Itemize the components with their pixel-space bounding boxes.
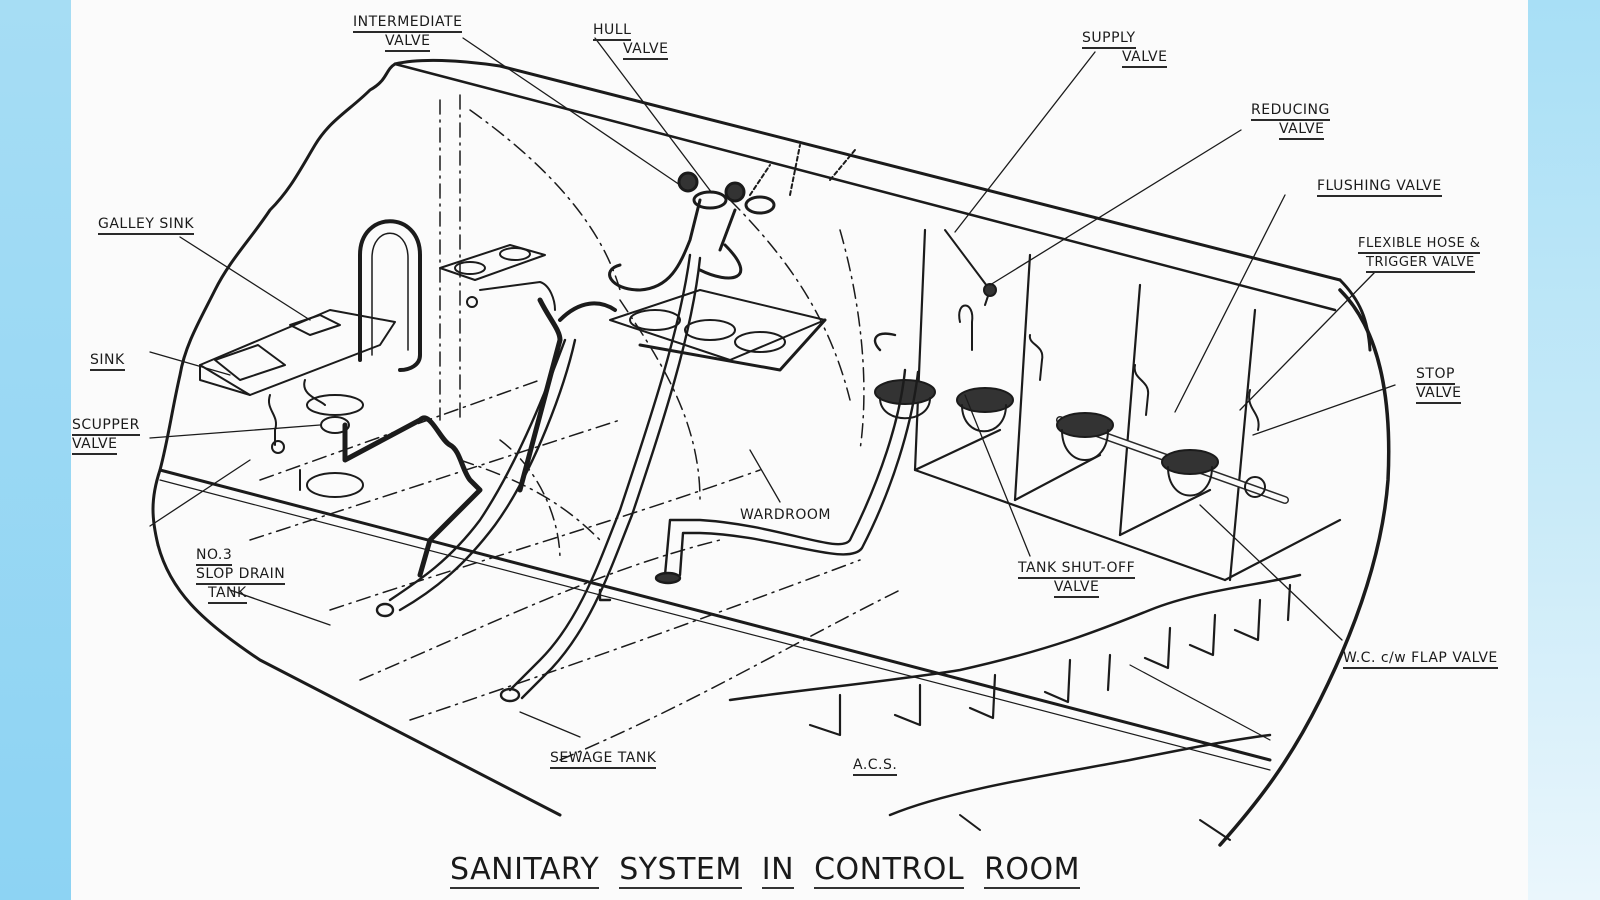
label-text: FLEXIBLE HOSE & (1358, 235, 1481, 254)
label-text: W.C. c/w FLAP VALVE (1343, 650, 1498, 669)
label-text: REDUCING (1251, 102, 1330, 121)
label-text: STOP (1416, 366, 1455, 385)
label-galley-sink: GALLEY SINK (98, 214, 195, 235)
label-text: VALVE (1279, 121, 1325, 140)
hull-valve-cluster (608, 144, 856, 292)
right-frame-bar (1528, 0, 1600, 900)
label-wc-flap-valve: W.C. c/w FLAP VALVE (1343, 648, 1498, 669)
tank-pipes (375, 253, 920, 703)
label-text: VALVE (1122, 49, 1168, 68)
label-text: GALLEY SINK (98, 216, 195, 235)
label-slop-drain-tank: NO.3 SLOP DRAIN TANK (196, 545, 286, 604)
left-frame-bar (0, 0, 71, 900)
label-text: VALVE (1053, 579, 1100, 598)
hull-right (1218, 288, 1391, 847)
label-text: SUPPLY (1082, 30, 1136, 49)
label-text: SLOP DRAIN (196, 566, 286, 585)
title-word: IN (761, 852, 795, 889)
label-text: SEWAGE TANK (550, 750, 657, 769)
floor-plate (728, 573, 1302, 702)
label-text: VALVE (385, 33, 431, 52)
drain-pipe (342, 415, 483, 578)
label-text: TRIGGER VALVE (1366, 254, 1475, 273)
label-stop-valve: STOP VALVE (1416, 364, 1462, 404)
label-flexible-hose-trigger-valve: FLEXIBLE HOSE & TRIGGER VALVE (1358, 233, 1481, 273)
label-text: VALVE (1416, 385, 1462, 404)
title-word: SANITARY (450, 852, 600, 889)
label-scupper-valve: SCUPPER VALVE (72, 415, 140, 455)
label-wardroom: WARDROOM (740, 505, 831, 526)
wc-bowls (874, 379, 1266, 498)
label-text: NO.3 (196, 547, 233, 566)
title-word: ROOM (984, 852, 1081, 889)
label-text: VALVE (623, 41, 669, 60)
title-word: SYSTEM (619, 852, 742, 889)
label-sink: SINK (90, 350, 125, 371)
label-intermediate-valve: INTERMEDIATE VALVE (353, 12, 463, 52)
label-acs: A.C.S. (853, 755, 898, 776)
hull-bottom-left (156, 543, 562, 817)
label-text: HULL (593, 22, 632, 41)
label-text: VALVE (72, 436, 118, 455)
title-word: CONTROL (814, 852, 965, 889)
label-text: FLUSHING VALVE (1317, 178, 1442, 197)
label-text: INTERMEDIATE (353, 14, 463, 33)
hull-outline (151, 62, 397, 547)
label-flushing-valve: FLUSHING VALVE (1317, 176, 1442, 197)
deck-top-edge (393, 58, 1342, 282)
label-text: SINK (90, 352, 125, 371)
label-sewage-tank: SEWAGE TANK (550, 748, 657, 769)
label-text: TANK SHUT-OFF (1018, 560, 1136, 579)
label-tank-shutoff-valve: TANK SHUT-OFF VALVE (1018, 558, 1136, 598)
label-text: A.C.S. (853, 757, 898, 776)
label-text: TANK (208, 585, 247, 604)
deck-lower-edge (393, 62, 1337, 312)
label-supply-valve: SUPPLY VALVE (1082, 28, 1168, 68)
wash-basins-center (558, 289, 827, 372)
label-text: SCUPPER (72, 417, 140, 436)
label-text: WARDROOM (740, 507, 832, 523)
door-hatch (358, 219, 422, 372)
wash-basins-left (439, 244, 556, 311)
figure-title: SANITARY SYSTEM IN CONTROL ROOM (450, 852, 1100, 889)
label-reducing-valve: REDUCING VALVE (1251, 100, 1330, 140)
leader-lines (149, 37, 1396, 738)
floor-edge (158, 468, 1272, 762)
label-hull-valve: HULL VALVE (593, 20, 669, 60)
